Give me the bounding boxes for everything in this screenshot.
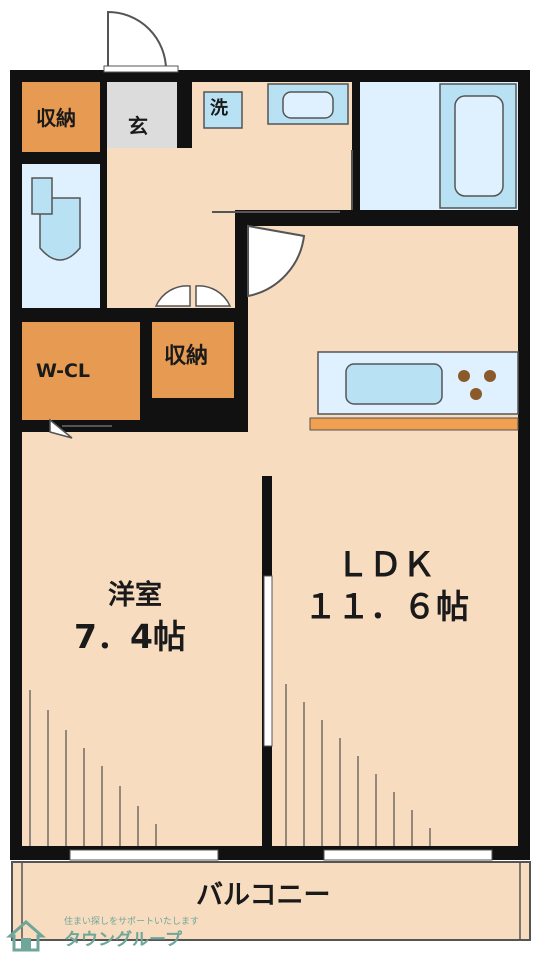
- watermark-logo-icon: [6, 916, 46, 954]
- western-room-size: 7．4帖: [74, 617, 186, 656]
- balcony: [11, 861, 531, 941]
- ldk-label: ＬＤＫ: [336, 545, 435, 584]
- kitchen-sink: [345, 363, 443, 405]
- ldk-door: [247, 224, 306, 298]
- ldk-size: １１．６帖: [304, 587, 469, 626]
- closet-door: [49, 418, 73, 439]
- storage-mid-label: 収納: [164, 344, 209, 369]
- watermark-company: タウングループ: [64, 930, 182, 950]
- window-light-lines: [29, 684, 431, 846]
- window: [69, 849, 219, 861]
- western-room-floor: [22, 432, 262, 846]
- washer-box: [203, 91, 243, 129]
- sliding-door: [263, 575, 273, 747]
- walk-in-closet: [22, 322, 140, 420]
- storage-mid: [152, 322, 234, 398]
- storage-top-label: 収納: [36, 106, 76, 130]
- storage-top: [22, 82, 100, 152]
- storage-doors: [154, 285, 232, 307]
- watermark-tagline: 住まい探しをサポートいたします: [64, 917, 200, 927]
- balcony-label: バルコニー: [196, 880, 331, 911]
- stove-burner: [458, 370, 470, 382]
- entrance-floor: [107, 82, 177, 148]
- counter-ledge: [309, 417, 519, 431]
- ldk-floor: [248, 226, 518, 846]
- western-room-label: 洋室: [108, 580, 162, 611]
- entrance-door: [107, 10, 167, 71]
- washroom-label: 洗: [210, 98, 228, 119]
- stove-burner: [470, 388, 482, 400]
- entrance-label: 玄: [128, 114, 148, 138]
- window: [323, 849, 493, 861]
- walk-in-closet-label: W-CL: [36, 360, 91, 382]
- stove-burner: [484, 370, 496, 382]
